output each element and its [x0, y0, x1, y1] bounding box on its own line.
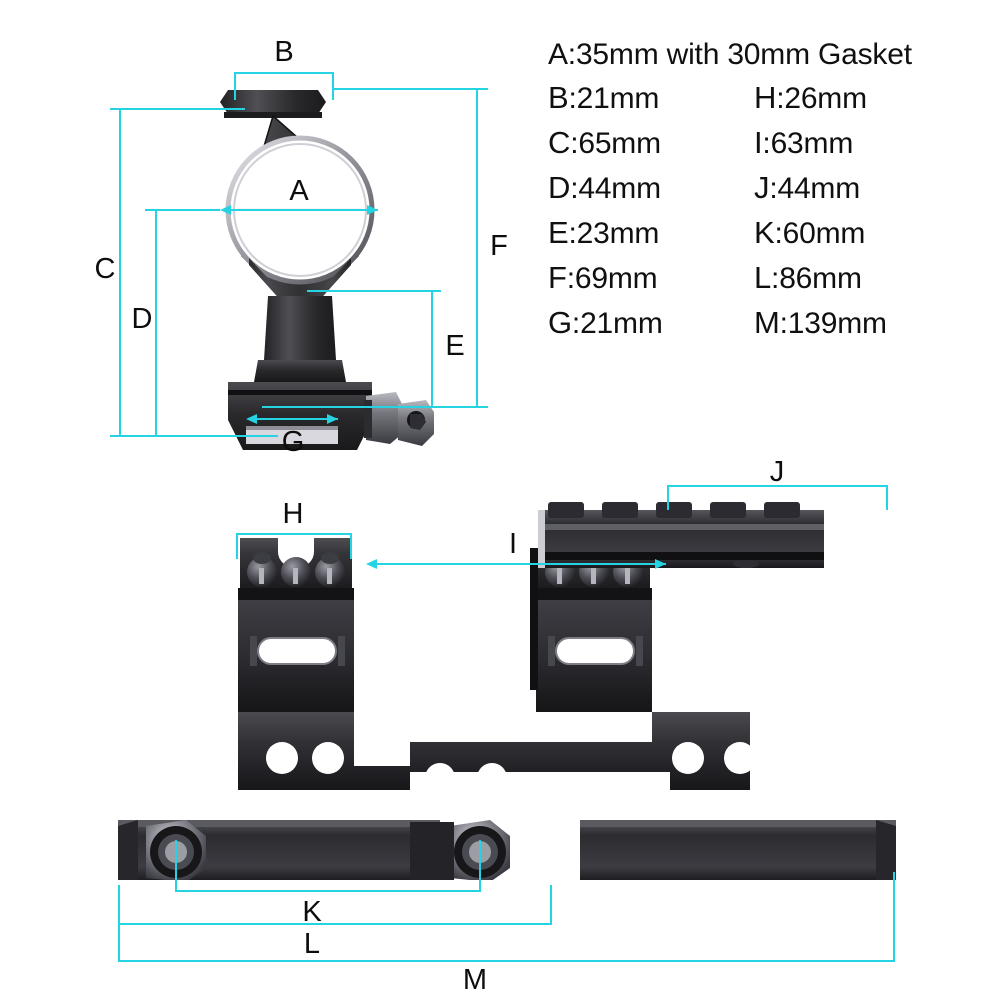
- spec-key-m: M: [754, 305, 780, 340]
- dim-i-line: [368, 563, 666, 565]
- spec-value-m: 139mm: [787, 307, 887, 340]
- dim-f-ext-top: [332, 88, 488, 90]
- dim-a-arrow-right: [367, 205, 378, 215]
- dim-l-tick-right: [550, 885, 552, 925]
- dim-j-tick-right: [886, 485, 888, 510]
- spec-value-j: 44mm: [777, 172, 861, 205]
- dim-k-tick-left: [175, 840, 177, 892]
- dim-l-tick-left: [118, 885, 120, 925]
- spec-key-f: F: [548, 260, 567, 295]
- dim-label-e: E: [445, 330, 465, 362]
- dim-g-arrow-left: [246, 414, 257, 424]
- front-view-artwork: [150, 60, 450, 450]
- spec-key-c: C: [548, 125, 571, 160]
- side-view-artwork: [110, 490, 900, 880]
- dim-b-tick-left: [234, 72, 236, 100]
- dim-label-k: K: [302, 896, 322, 928]
- spec-key-l: L: [754, 260, 772, 295]
- dim-d-line: [155, 209, 157, 437]
- dim-c-line: [119, 108, 121, 437]
- dim-label-f: F: [490, 230, 508, 262]
- spec-item-j: J:44mm: [754, 170, 861, 205]
- dim-label-a: A: [289, 175, 309, 207]
- dim-label-c: C: [94, 253, 116, 285]
- spec-item-d: D:44mm: [548, 170, 661, 205]
- dim-e-ext-top: [307, 290, 441, 292]
- spec-value-i: 63mm: [770, 127, 854, 160]
- dim-label-b: B: [274, 36, 294, 68]
- spec-item-m: M:139mm: [754, 305, 887, 340]
- spec-item-b: B:21mm: [548, 80, 660, 115]
- spec-item-e: E:23mm: [548, 215, 660, 250]
- dim-g-line: [248, 418, 338, 420]
- spec-item-l: L:86mm: [754, 260, 862, 295]
- spec-key-h: H: [754, 80, 777, 115]
- dim-j-line: [667, 485, 887, 487]
- spec-value-f: 69mm: [574, 262, 658, 295]
- spec-key-i: I: [754, 125, 763, 160]
- dim-e-line: [431, 290, 433, 408]
- dim-m-tick-left: [118, 920, 120, 962]
- dim-g-arrow-right: [327, 414, 338, 424]
- dim-m-line: [118, 960, 895, 962]
- spec-item-h: H:26mm: [754, 80, 867, 115]
- spec-key-b: B: [548, 80, 569, 115]
- dim-d-ext-top: [145, 209, 220, 211]
- spec-value-c: 65mm: [578, 127, 661, 160]
- dim-label-j: J: [769, 456, 785, 488]
- dim-j-tick-left: [667, 485, 669, 510]
- spec-value-k: 60mm: [782, 217, 866, 250]
- spec-item-i: I:63mm: [754, 125, 854, 160]
- spec-grid: B:21mm H:26mm C:65mm I:63mm D:44mm J:44m…: [548, 76, 994, 345]
- dim-i-arrow-left: [366, 559, 377, 569]
- spec-key-d: D: [548, 170, 571, 205]
- spec-key-g: G: [548, 305, 572, 340]
- spec-item-g: G:21mm: [548, 305, 663, 340]
- spec-value-h: 26mm: [784, 82, 867, 115]
- dim-c-ext-top: [110, 108, 245, 110]
- spec-item-f: F:69mm: [548, 260, 658, 295]
- spec-key-e: E: [548, 215, 569, 250]
- spec-item-c: C:65mm: [548, 125, 661, 160]
- dim-e-ext-bottom: [262, 406, 442, 408]
- dim-a-arrow-left: [220, 205, 231, 215]
- dim-a-line: [222, 209, 378, 211]
- spec-value-d: 44mm: [578, 172, 661, 205]
- dim-k-line: [175, 890, 480, 892]
- spec-headline: A:35mm with 30mm Gasket: [548, 38, 912, 71]
- dim-m-tick-right: [893, 872, 895, 962]
- dim-l-line: [118, 923, 551, 925]
- dim-c-ext-bottom: [110, 435, 278, 437]
- dim-i-arrow-right: [655, 559, 666, 569]
- dim-f-line: [476, 88, 478, 408]
- dim-label-m: M: [462, 964, 488, 996]
- dim-b-tick-right: [332, 72, 334, 100]
- dim-label-h: H: [282, 498, 304, 530]
- dim-label-l: L: [303, 928, 321, 960]
- dim-label-d: D: [131, 303, 153, 335]
- spec-key-k: K: [754, 215, 775, 250]
- spec-legend: A:35mm with 30mm Gasket B:21mm H:26mm C:…: [548, 36, 994, 345]
- dim-k-tick-right: [479, 840, 481, 892]
- dim-label-g: G: [281, 426, 305, 458]
- dim-b-line: [234, 72, 333, 74]
- spec-item-k: K:60mm: [754, 215, 866, 250]
- dim-h-tick-left: [236, 533, 238, 559]
- dim-h-tick-right: [350, 533, 352, 559]
- spec-value-b: 21mm: [576, 82, 660, 115]
- dim-label-i: I: [508, 528, 518, 560]
- spec-value-l: 86mm: [779, 262, 862, 295]
- spec-value-e: 23mm: [576, 217, 660, 250]
- spec-value-g: 21mm: [580, 307, 663, 340]
- dim-h-line: [236, 533, 351, 535]
- spec-key-j: J: [754, 170, 770, 205]
